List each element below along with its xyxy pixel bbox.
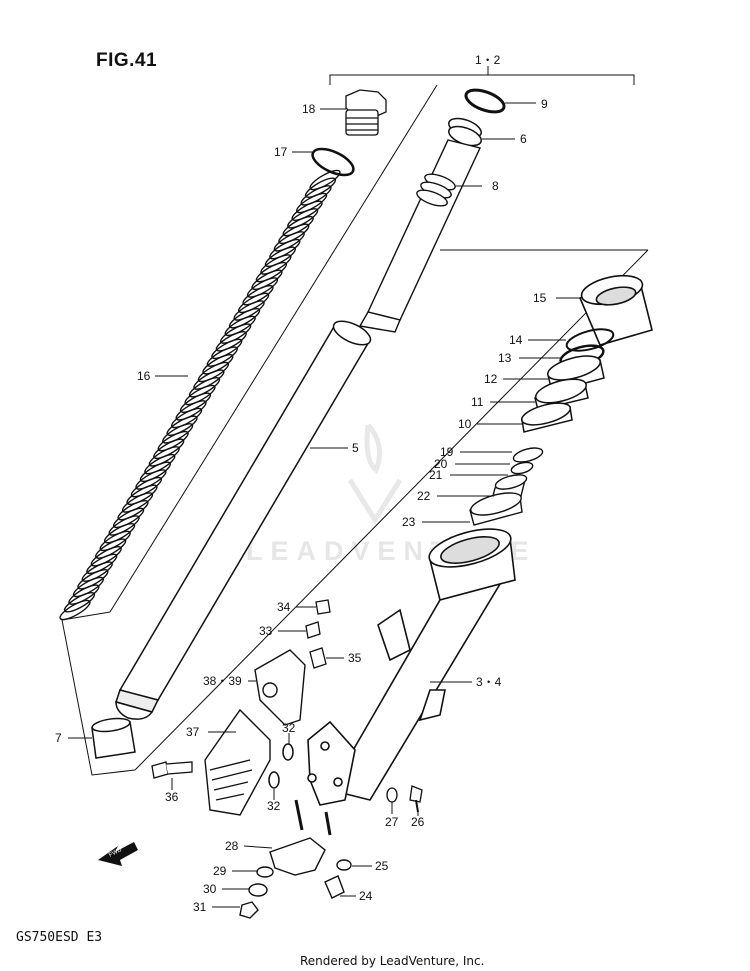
part-14-circlip [565, 328, 615, 352]
callout-35: 35 [348, 651, 362, 665]
parts-19-23-cylinder-group [469, 447, 544, 526]
figure-title: FIG.41 [96, 50, 158, 71]
spring-coil [59, 599, 91, 621]
callout-37: 37 [186, 725, 200, 739]
callout-28: 28 [225, 839, 239, 853]
callout-6: 6 [520, 132, 527, 146]
callout-29: 29 [213, 864, 227, 878]
assembly-bracket-1-2 [61, 66, 649, 776]
callout-32-a: 32 [282, 721, 296, 735]
callout-38-39: 38・39 [203, 674, 242, 688]
part-17-o-ring [311, 147, 355, 177]
callout-16: 16 [137, 369, 151, 383]
callout-14: 14 [509, 333, 523, 347]
callout-3-4: 3・4 [476, 675, 502, 689]
parts-24-31-fasteners [239, 859, 352, 919]
part-28-axle-clamp [269, 837, 326, 876]
parts-33-35-small-bolts [305, 599, 331, 669]
callout-11: 11 [471, 395, 484, 409]
callout-13: 13 [498, 351, 512, 365]
callout-18: 18 [302, 102, 316, 116]
callout-17: 17 [274, 145, 288, 159]
callout-1-2: 1・2 [475, 53, 501, 67]
callout-33: 33 [259, 624, 273, 638]
callout-7: 7 [55, 731, 62, 745]
callout-5: 5 [352, 441, 359, 455]
callout-34: 34 [277, 600, 291, 614]
callout-20: 20 [434, 457, 448, 471]
callout-21: 21 [429, 468, 443, 482]
part-16-fork-spring [59, 169, 341, 621]
callout-30: 30 [203, 882, 217, 896]
fwd-arrow [98, 842, 138, 866]
callout-8: 8 [492, 179, 499, 193]
part-5-inner-tube [115, 320, 372, 720]
callout-24: 24 [359, 889, 373, 903]
leader-lines [68, 102, 580, 908]
callout-15: 15 [533, 291, 547, 305]
callout-27: 27 [385, 815, 399, 829]
callout-22: 22 [417, 489, 431, 503]
seal-ring-stack [520, 328, 615, 433]
part-32-o-ring-b [268, 771, 280, 789]
part-9-seal-ring [464, 88, 506, 114]
callout-23: 23 [402, 515, 416, 529]
part-32-o-ring-a [282, 743, 294, 761]
part-37-caliper [204, 708, 271, 816]
callout-12: 12 [484, 372, 498, 386]
callout-19: 19 [440, 445, 454, 459]
part-7-slide-bushing [91, 717, 136, 759]
callout-32-b: 32 [267, 799, 281, 813]
part-18-bolt-cap [345, 89, 387, 136]
render-credit: Rendered by LeadVenture, Inc. [300, 954, 485, 968]
callout-31: 31 [193, 900, 207, 914]
callout-26: 26 [411, 815, 425, 829]
callout-25: 25 [375, 859, 389, 873]
damper-rod [358, 139, 481, 333]
part-6-piston-ring-top [448, 117, 482, 147]
part-3-4-outer-tube [294, 528, 516, 836]
part-38-39-mount-block [254, 649, 306, 726]
part-15-dust-seal [578, 274, 653, 346]
watermark-logo [347, 423, 403, 525]
part-36-bolt [151, 761, 193, 779]
callout-10: 10 [458, 417, 472, 431]
callout-9: 9 [541, 97, 548, 111]
callout-36: 36 [165, 790, 179, 804]
model-code: GS750ESD E3 [16, 930, 103, 945]
